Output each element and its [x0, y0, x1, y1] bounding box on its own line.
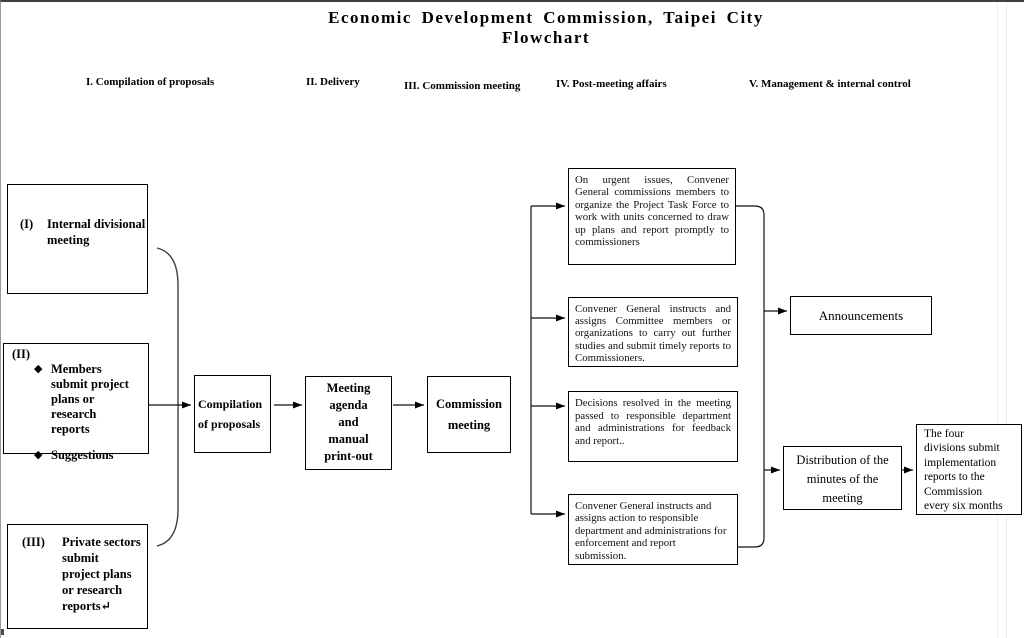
box-agenda-text: Meeting agenda and manual print-out [324, 381, 373, 463]
box-four-text: The four divisions submit implementation… [924, 428, 1003, 513]
connector-left-brace [156, 247, 179, 547]
box-commission-meeting: Commission meeting [427, 376, 511, 453]
box-private-sectors: (III) Private sectors submit project pla… [7, 524, 148, 629]
box-four-divisions-reports: The four divisions submit implementation… [916, 424, 1022, 515]
title-line-2: Flowchart [501, 28, 591, 47]
box-private-prefix: (III) [22, 535, 45, 549]
left-edge-mark [1, 629, 4, 635]
box-internal-text: Internal divisional meeting [47, 217, 146, 247]
box-members-suggestions: (II) ◆ Members submit project plans or r… [3, 343, 149, 462]
box-announcements-text: Announcements [818, 307, 904, 323]
box-compilation-of-proposals: Compilation of proposals [194, 375, 271, 453]
box-minutes-text: Distribution of the minutes of the meeti… [796, 453, 889, 505]
column-header-management: V. Management & internal control [749, 78, 911, 90]
box-announcements: Announcements [790, 296, 932, 335]
box-further-studies: Convener General instructs and assigns C… [568, 297, 738, 367]
diamond-bullet-icon: ◆ [34, 449, 43, 461]
diamond-bullet-icon: ◆ [34, 363, 43, 375]
bullet-item-suggestions-text: Suggestions [51, 448, 114, 462]
bullet-item-members: ◆ Members submit project plans or resear… [34, 362, 148, 437]
page-edge-line [997, 2, 998, 638]
box-internal-prefix: (I) [20, 217, 34, 231]
box-members-prefix: (II) [12, 347, 31, 361]
box-enforcement-report: Convener General instructs and assigns a… [568, 494, 738, 565]
column-header-commission-meeting: III. Commission meeting [404, 80, 521, 92]
page-edge-line [1006, 2, 1007, 638]
box-compilation-text: Compilation of proposals [198, 397, 263, 431]
page-title: Economic Development Commission, Taipei … [106, 8, 986, 48]
box-urgent-issues-task-force: On urgent issues, Convener General commi… [568, 168, 736, 265]
connector-collector-vertical [736, 205, 765, 548]
column-header-delivery: II. Delivery [306, 76, 360, 88]
column-header-compilation: I. Compilation of proposals [86, 76, 215, 88]
box-minutes-distribution: Distribution of the minutes of the meeti… [783, 446, 902, 510]
bullet-item-members-text: Members submit project plans or research… [51, 362, 129, 436]
bullet-item-suggestions: ◆ Suggestions [34, 448, 148, 463]
box-commission-text: Commission meeting [436, 396, 502, 432]
box-internal-divisional-meeting: (I) Internal divisional meeting [7, 184, 148, 294]
box-decisions-feedback: Decisions resolved in the meeting passed… [568, 391, 738, 462]
column-header-post-meeting: IV. Post-meeting affairs [556, 78, 667, 90]
box-meeting-agenda-printout: Meeting agenda and manual print-out [305, 376, 392, 470]
box-private-text: Private sectors submit project plans or … [62, 535, 141, 613]
title-line-1: Economic Development Commission, Taipei … [328, 8, 764, 27]
